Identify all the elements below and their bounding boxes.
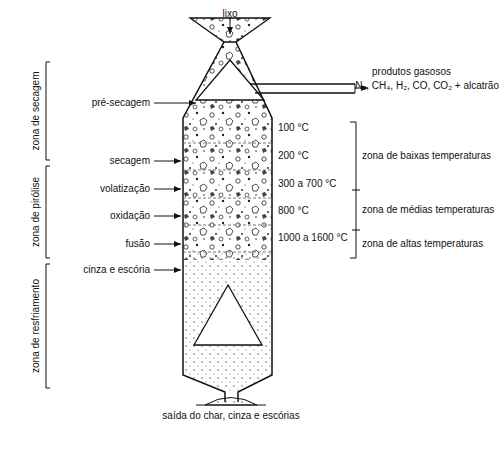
zone-label: zona de resfriamento [30,279,42,373]
arrows [154,17,368,270]
temperature-zone-label: zona de baixas temperaturas [362,150,491,162]
hopper [190,18,270,42]
deflector-cone [196,60,264,100]
zone-dividers [183,143,272,252]
temperature-zone-label: zona de médias temperaturas [362,204,494,216]
zone-brackets [46,62,360,388]
output-label: saída do char, cinza e escórias [162,410,299,422]
ash-bed [180,252,275,397]
grate-cone [194,285,262,345]
input-label: lixo [222,8,237,20]
temperature-label: 1000 a 1600 °C [278,232,348,244]
discharge-pile [205,398,257,406]
zone-label: zona de pirólise [30,177,42,247]
gas-outlet-pipe [250,84,355,93]
zone-label: zona de secagem [30,72,42,151]
stage-label: fusão [126,238,150,250]
ground-line [196,405,266,406]
gas-composition: N₂, CH₄, H₂, CO, CO₂ + alcatrão [355,80,499,92]
stage-label: pré-secagem [92,97,150,109]
temperature-label: 800 °C [278,205,309,217]
temperature-label: 200 °C [278,150,309,162]
waste-bed [180,40,275,260]
vessel-wall [183,42,272,402]
gas-label: produtos gasosos [372,66,451,78]
temperature-zone-label: zona de altas temperaturas [362,238,483,250]
stage-label: secagem [109,155,150,167]
stage-label: oxidação [110,210,150,222]
stage-label: cinza e escória [83,264,150,276]
stage-label: volatização [100,183,150,195]
temperature-label: 300 a 700 °C [278,178,337,190]
temperature-label: 100 °C [278,122,309,134]
